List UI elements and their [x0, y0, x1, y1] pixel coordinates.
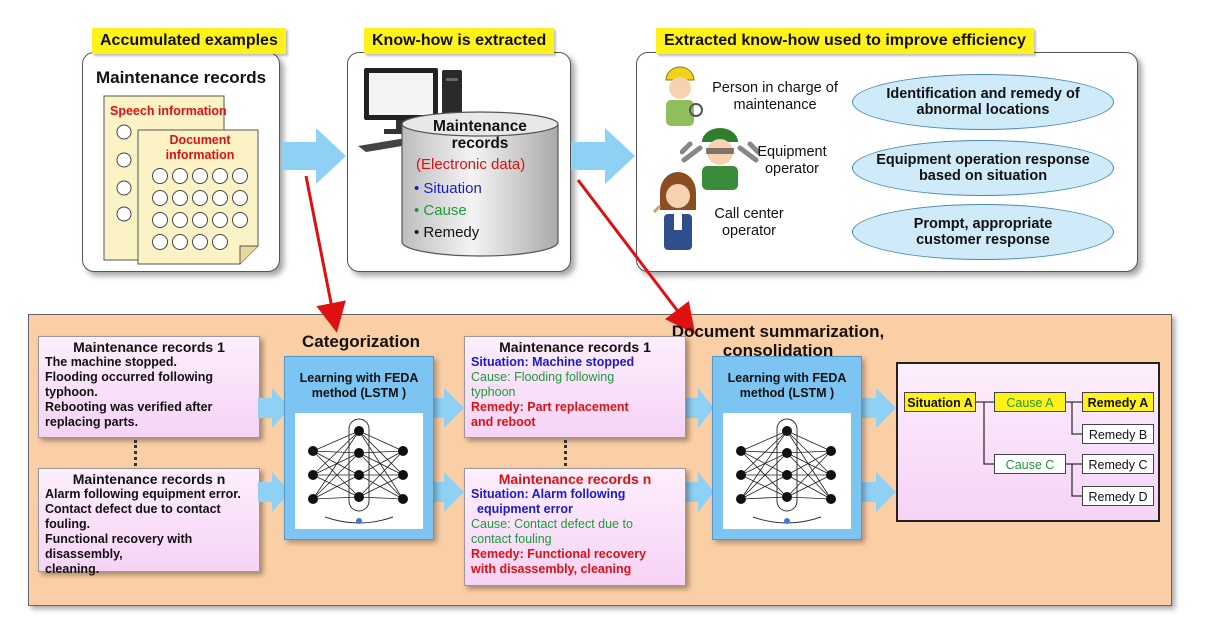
- categorized-record-1-cause1: Cause: Flooding following: [471, 370, 615, 384]
- document-information-line2: information: [165, 148, 235, 162]
- categorized-record-card-n: Maintenance records n Situation: Alarm f…: [464, 468, 686, 586]
- document-circles: [152, 168, 248, 250]
- raw-record-1-line1: The machine stopped.: [45, 355, 177, 369]
- paper-documents-illustration: [103, 95, 259, 265]
- db-remedy: • Remedy: [414, 224, 480, 241]
- learning-box-summarization: Learning with FEDA method (LSTM ): [712, 356, 862, 540]
- categorized-record-n-remedy1: Remedy: Functional recovery: [471, 547, 647, 561]
- tree-remedy-b: Remedy B: [1082, 424, 1154, 444]
- tree-remedy-d: Remedy D: [1082, 486, 1154, 506]
- maintenance-records-title: Maintenance records: [95, 68, 267, 87]
- learning-1-label: Learning with FEDA method (LSTM ): [285, 371, 433, 401]
- categorized-record-n-situation2: equipment error: [477, 502, 573, 516]
- database-cylinder: [401, 111, 559, 257]
- categorized-record-1-remedy1: Remedy: Part replacement: [471, 400, 629, 414]
- benefit-1-line2: abnormal locations: [916, 102, 1050, 118]
- role-callcenter-line1: Call center: [714, 206, 784, 222]
- database-title: Maintenance records: [404, 118, 556, 152]
- learning-1-line2: method (LSTM ): [311, 386, 407, 400]
- lstm-network-diagram-2: [723, 413, 851, 529]
- database-title-line1: Maintenance: [433, 118, 527, 135]
- raw-record-1-line5: replacing parts.: [45, 415, 139, 429]
- red-arrow-categorization: [304, 175, 346, 333]
- categorized-record-1-remedy2: and reboot: [471, 415, 536, 429]
- benefit-ellipse-2: Equipment operation response based on si…: [852, 140, 1114, 196]
- raw-records-ellipsis: [134, 440, 137, 466]
- accumulated-examples-label: Accumulated examples: [92, 28, 286, 54]
- categorized-record-n-situation1: Situation: Alarm following: [471, 487, 626, 501]
- arrow-to-extraction: [282, 128, 346, 184]
- document-information-label: Document information: [140, 133, 260, 163]
- equipment-operator-icon: [680, 128, 760, 190]
- role-call-center: Call center operator: [704, 206, 794, 240]
- raw-record-n-line3: fouling.: [45, 517, 91, 531]
- tree-remedy-a: Remedy A: [1082, 392, 1154, 412]
- summarization-title: Document summarization, consolidation: [668, 322, 888, 360]
- call-center-operator-icon: [652, 172, 696, 250]
- summarization-line2: consolidation: [722, 341, 834, 360]
- tree-situation-a: Situation A: [904, 392, 976, 412]
- db-situation: • Situation: [414, 180, 482, 197]
- raw-record-card-1: Maintenance records 1 The machine stoppe…: [38, 336, 260, 438]
- summarization-line1: Document summarization,: [671, 322, 885, 341]
- tree-cause-c: Cause C: [994, 454, 1066, 474]
- categorized-record-1-situation: Situation: Machine stopped: [471, 355, 635, 369]
- benefit-3-line1: Prompt, appropriate: [913, 216, 1053, 232]
- maintenance-person-icon: [665, 66, 703, 126]
- db-cause: • Cause: [414, 202, 467, 219]
- raw-record-1-line4: Rebooting was verified after: [45, 400, 213, 414]
- learning-1-line1: Learning with FEDA: [299, 371, 419, 385]
- lstm-network-diagram-1: [295, 413, 423, 529]
- raw-record-n-title: Maintenance records n: [72, 471, 226, 487]
- benefit-ellipse-3: Prompt, appropriate customer response: [852, 204, 1114, 260]
- arrow-to-efficiency: [571, 128, 635, 184]
- learning-2-line1: Learning with FEDA: [727, 371, 847, 385]
- role-equipment-line2: operator: [764, 161, 819, 177]
- raw-record-card-n: Maintenance records n Alarm following eq…: [38, 468, 260, 576]
- benefit-2-line2: based on situation: [918, 168, 1048, 184]
- categorized-records-ellipsis: [564, 440, 567, 466]
- tree-remedy-c: Remedy C: [1082, 454, 1154, 474]
- benefit-ellipse-1: Identification and remedy of abnormal lo…: [852, 74, 1114, 130]
- role-maintenance-line2: maintenance: [733, 97, 817, 113]
- know-how-extracted-label: Know-how is extracted: [364, 28, 555, 54]
- raw-record-n-line4: Functional recovery with disassembly,: [45, 532, 193, 561]
- database-title-line2: records: [451, 135, 509, 152]
- raw-record-1-line2: Flooding occurred following: [45, 370, 214, 384]
- learning-2-label: Learning with FEDA method (LSTM ): [713, 371, 861, 401]
- raw-record-n-line5: cleaning.: [45, 562, 100, 576]
- role-equipment-operator: Equipment operator: [752, 144, 832, 178]
- benefit-2-line1: Equipment operation response: [876, 152, 1090, 168]
- categorized-record-1-cause2: typhoon: [471, 385, 516, 399]
- learning-box-categorization: Learning with FEDA method (LSTM ): [284, 356, 434, 540]
- categorized-record-n-title: Maintenance records n: [498, 471, 652, 487]
- speech-information-label: Speech information: [110, 104, 227, 118]
- raw-record-1-line3: typhoon.: [45, 385, 98, 399]
- categorized-record-card-1: Maintenance records 1 Situation: Machine…: [464, 336, 686, 438]
- efficiency-label: Extracted know-how used to improve effic…: [656, 28, 1034, 54]
- benefit-3-line2: customer response: [916, 232, 1050, 248]
- tree-connectors: [974, 401, 1082, 497]
- electronic-data-label: (Electronic data): [416, 156, 526, 173]
- document-information-line1: Document: [169, 133, 231, 147]
- role-maintenance-line1: Person in charge of: [712, 80, 838, 96]
- role-equipment-line1: Equipment: [757, 144, 827, 160]
- raw-record-1-title: Maintenance records 1: [73, 339, 225, 355]
- raw-record-n-line2: Contact defect due to contact: [45, 502, 221, 516]
- raw-record-n-line1: Alarm following equipment error.: [45, 487, 241, 501]
- categorized-record-n-cause1: Cause: Contact defect due to: [471, 517, 633, 531]
- categorized-record-1-title: Maintenance records 1: [499, 339, 651, 355]
- categorized-record-n-cause2: contact fouling: [471, 532, 552, 546]
- tree-cause-a: Cause A: [994, 392, 1066, 412]
- role-callcenter-line2: operator: [721, 223, 776, 239]
- learning-2-line2: method (LSTM ): [739, 386, 835, 400]
- categorization-title: Categorization: [301, 332, 421, 351]
- red-arrow-summarization: [576, 179, 696, 334]
- benefit-1-line1: Identification and remedy of: [886, 86, 1080, 102]
- categorized-record-n-remedy2: with disassembly, cleaning: [471, 562, 632, 576]
- role-maintenance: Person in charge of maintenance: [700, 80, 850, 114]
